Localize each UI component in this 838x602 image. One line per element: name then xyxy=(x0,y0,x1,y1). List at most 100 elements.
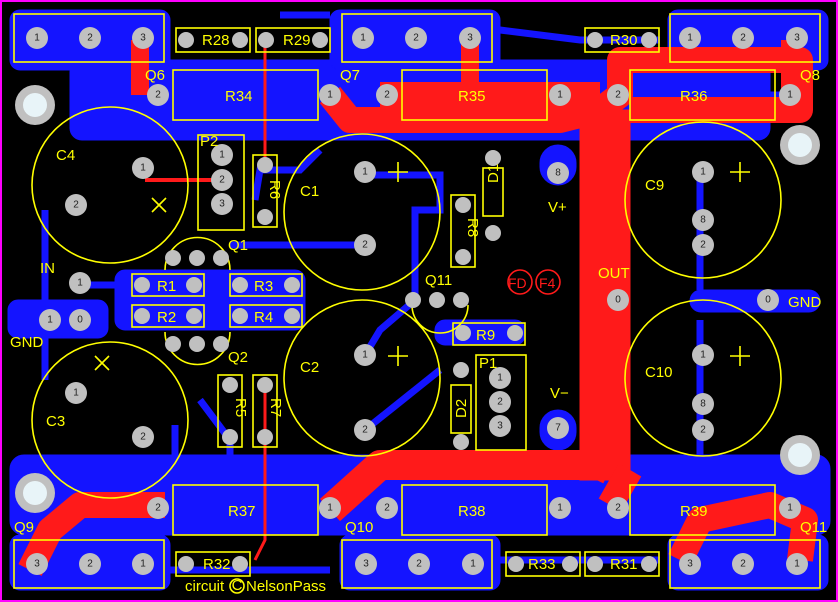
pad xyxy=(79,27,101,49)
label-d1: D1 xyxy=(485,164,502,183)
label-r36: R36 xyxy=(680,88,708,105)
label-v-minus: V− xyxy=(550,385,569,402)
small-pad xyxy=(455,249,471,265)
pad xyxy=(692,161,714,183)
pad xyxy=(786,27,808,49)
label-f4: F4 xyxy=(539,275,556,291)
pad-number: 3 xyxy=(34,559,40,570)
label-r39: R39 xyxy=(680,503,708,520)
pad xyxy=(459,27,481,49)
label-q7: Q7 xyxy=(340,67,360,84)
label-r34: R34 xyxy=(225,88,253,105)
small-pad xyxy=(453,292,469,308)
pad-number: 1 xyxy=(700,350,706,361)
label-r32: R32 xyxy=(203,556,231,573)
pad-number: 0 xyxy=(77,315,83,326)
pad xyxy=(211,169,233,191)
small-pad xyxy=(134,308,150,324)
label-c10: C10 xyxy=(645,364,673,381)
copyright-mark: C xyxy=(232,577,243,594)
small-pad xyxy=(222,429,238,445)
pad-number: 2 xyxy=(155,90,161,101)
label-r29: R29 xyxy=(283,32,311,49)
pad-number: 7 xyxy=(555,423,561,434)
pad-number: 3 xyxy=(687,559,693,570)
pad xyxy=(462,553,484,575)
pad-number: 2 xyxy=(416,559,422,570)
pad xyxy=(757,289,779,311)
label-p1: P1 xyxy=(479,355,497,372)
label-r8: R8 xyxy=(464,218,481,237)
small-pad xyxy=(222,377,238,393)
pad xyxy=(354,234,376,256)
pad xyxy=(354,419,376,441)
pad xyxy=(547,162,569,184)
pad-number: 3 xyxy=(363,559,369,570)
label-q11: Q11 xyxy=(425,272,452,289)
small-pad xyxy=(485,150,501,166)
label-out: OUT xyxy=(598,265,630,282)
pad xyxy=(408,553,430,575)
small-pad xyxy=(186,308,202,324)
small-pad xyxy=(587,32,603,48)
pad-number: 1 xyxy=(327,503,333,514)
small-pad xyxy=(189,250,205,266)
label-r31: R31 xyxy=(610,556,638,573)
pad xyxy=(26,553,48,575)
label-c9: C9 xyxy=(645,177,664,194)
pad xyxy=(547,417,569,439)
pad-number: 3 xyxy=(140,33,146,44)
small-pad xyxy=(508,556,524,572)
pad-number: 3 xyxy=(794,33,800,44)
labels: Q6 Q7 Q8 Q9 Q10 Q11 Q1 Q2 Q11 R34 R35 R3… xyxy=(10,32,827,595)
small-pad xyxy=(453,362,469,378)
pad-number: 2 xyxy=(497,397,503,408)
pad xyxy=(376,84,398,106)
pad-number: 2 xyxy=(362,425,368,436)
small-pad xyxy=(455,325,471,341)
pad-number: 2 xyxy=(384,503,390,514)
pad xyxy=(376,497,398,519)
pad xyxy=(489,367,511,389)
pad-number: 1 xyxy=(470,559,476,570)
small-pad xyxy=(165,336,181,352)
pad-number: 2 xyxy=(740,33,746,44)
pad xyxy=(132,27,154,49)
pad xyxy=(692,234,714,256)
label-r3: R3 xyxy=(254,278,273,295)
small-pad xyxy=(189,336,205,352)
small-pad xyxy=(507,325,523,341)
small-pad xyxy=(213,336,229,352)
label-q1: Q1 xyxy=(228,237,248,254)
pad-number: 1 xyxy=(327,90,333,101)
label-r1: R1 xyxy=(157,278,176,295)
pad xyxy=(319,84,341,106)
pad-number: 1 xyxy=(362,167,368,178)
small-pad xyxy=(284,308,300,324)
small-pad xyxy=(232,277,248,293)
pad-number: 3 xyxy=(219,199,225,210)
label-r5: R5 xyxy=(232,398,249,417)
pad-number: 8 xyxy=(700,215,706,226)
pad-number: 2 xyxy=(87,33,93,44)
pad-number: 2 xyxy=(87,559,93,570)
pad-number: 0 xyxy=(765,295,771,306)
pad xyxy=(679,553,701,575)
small-pad xyxy=(178,32,194,48)
label-r28: R28 xyxy=(202,32,230,49)
pad-number: 1 xyxy=(219,150,225,161)
pad xyxy=(489,391,511,413)
small-pad xyxy=(232,32,248,48)
label-r35: R35 xyxy=(458,88,486,105)
small-pad xyxy=(257,377,273,393)
label-q2: Q2 xyxy=(228,349,248,366)
pad xyxy=(352,27,374,49)
pad xyxy=(679,27,701,49)
label-c1: C1 xyxy=(300,183,319,200)
pad xyxy=(607,289,629,311)
pad-number: 1 xyxy=(497,373,503,384)
pad xyxy=(79,553,101,575)
label-q11-output: Q11 xyxy=(800,519,827,536)
